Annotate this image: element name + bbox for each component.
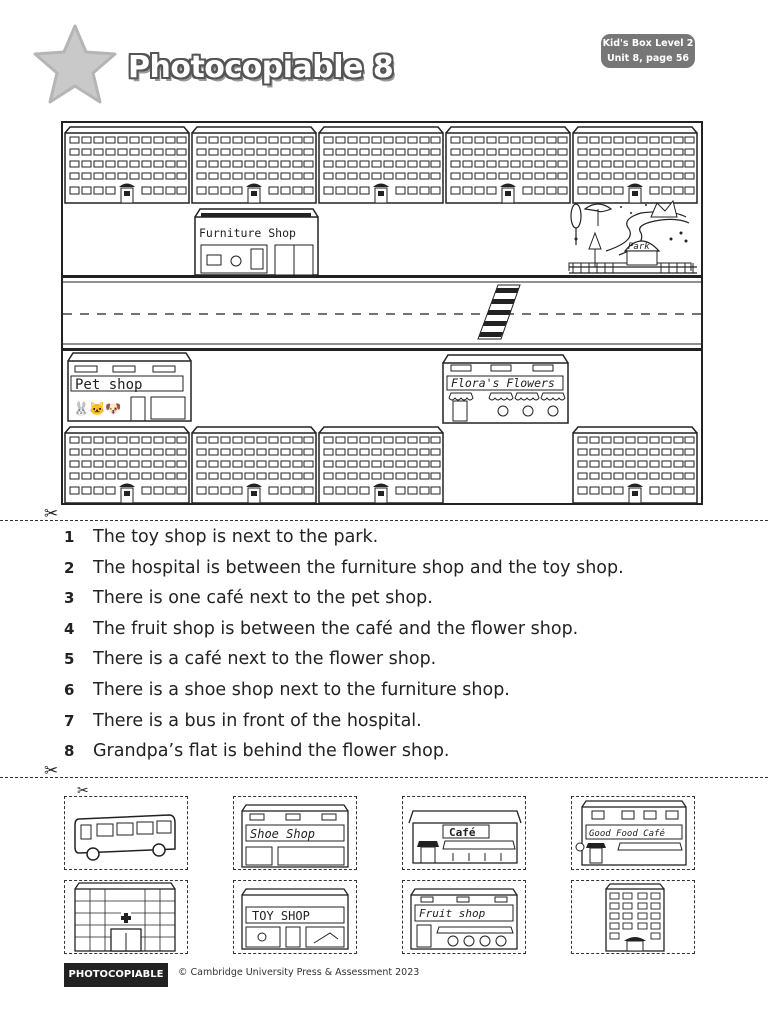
furniture-shop-sign: Furniture Shop <box>199 226 296 240</box>
unit-reference-badge: Kid's Box Level 2 Unit 8, page 56 <box>601 34 695 68</box>
photocopiable-badge: PHOTOCOPIABLE <box>64 963 168 987</box>
sentence-text: The toy shop is next to the park. <box>93 527 379 547</box>
sentence-item: 2 The hospital is between the furniture s… <box>64 558 754 589</box>
scissors-icon: ✂ <box>77 783 89 799</box>
sentence-item: 3 There is one café next to the pet shop. <box>64 588 754 619</box>
sentence-number: 8 <box>64 742 75 761</box>
floras-flowers-building: Flora's Flowers <box>442 354 569 424</box>
sentence-item: 7 There is a bus in front of the hospital… <box>64 711 754 742</box>
star-icon <box>33 24 117 104</box>
pet-shop-building: Pet shop 🐰🐱🐶 <box>67 352 192 422</box>
good-food-cafe-sign: Good Food Café <box>589 828 665 839</box>
sentence-item: 6 There is a shoe shop next to the furnit… <box>64 680 754 711</box>
reference-level: Kid's Box Level 2 <box>602 38 694 49</box>
reference-unit-page: Unit 8, page 56 <box>606 53 690 64</box>
park: Park <box>568 199 697 274</box>
hospital-cross-icon <box>121 913 131 923</box>
shoe-shop-sign: Shoe Shop <box>250 827 315 841</box>
bus-icon <box>74 814 176 861</box>
sentence-number: 7 <box>64 711 75 730</box>
zebra-crossing <box>477 284 521 340</box>
svg-text:🐰🐱🐶: 🐰🐱🐶 <box>73 401 122 417</box>
sentence-text: There is one café next to the pet shop. <box>93 588 433 609</box>
copyright-notice: © Cambridge University Press & Assessmen… <box>178 967 420 978</box>
toy-shop-card[interactable]: TOY SHOP <box>233 880 357 954</box>
cut-line <box>0 520 768 521</box>
sentence-number: 6 <box>64 680 75 699</box>
sentence-text: There is a bus in front of the hospital. <box>93 710 422 731</box>
pet-shop-sign: Pet shop <box>75 377 142 393</box>
page-title: Photocopiable 8 <box>128 50 394 85</box>
scissors-icon: ✂ <box>44 504 59 524</box>
sentence-number: 5 <box>64 650 75 669</box>
cut-line <box>0 777 768 778</box>
town-map: Furniture Shop Park <box>61 121 703 505</box>
park-sign: Park <box>628 242 650 252</box>
toy-shop-sign: TOY SHOP <box>252 909 310 923</box>
furniture-shop-building: Furniture Shop <box>194 208 319 276</box>
sentence-text: The fruit shop is between the café and t… <box>93 618 579 639</box>
fruit-shop-sign: Fruit shop <box>419 907 486 920</box>
sentence-item: 8 Grandpa’s flat is behind the flower sho… <box>64 741 754 772</box>
good-food-cafe-card[interactable]: Good Food Café <box>571 796 695 870</box>
sentence-item: 4 The fruit shop is between the café and … <box>64 619 754 650</box>
sentence-number: 4 <box>64 619 75 638</box>
sentence-number: 2 <box>64 558 75 577</box>
cafe-sign: Café <box>449 826 476 839</box>
sentence-text: Grandpa’s flat is behind the flower shop… <box>93 741 450 762</box>
sentence-item: 1 The toy shop is next to the park. <box>64 527 754 558</box>
sentence-text: The hospital is between the furniture sh… <box>93 557 624 578</box>
fruit-shop-card[interactable]: Fruit shop <box>402 880 526 954</box>
sentence-number: 3 <box>64 589 75 608</box>
floras-flowers-sign: Flora's Flowers <box>451 376 555 390</box>
bus-card[interactable]: ✂ <box>64 783 188 870</box>
hospital-card[interactable] <box>64 880 188 954</box>
sentence-text: There is a shoe shop next to the furnitu… <box>93 679 510 700</box>
grandpas-flat-card[interactable] <box>571 880 695 954</box>
sentence-number: 1 <box>64 528 75 546</box>
sentence-text: There is a café next to the flower shop. <box>93 649 437 670</box>
scissors-icon: ✂ <box>44 761 59 781</box>
cafe-card[interactable]: Café <box>402 796 526 870</box>
shoe-shop-card[interactable]: Shoe Shop <box>233 796 357 870</box>
sentence-item: 5 There is a café next to the flower shop… <box>64 649 754 680</box>
